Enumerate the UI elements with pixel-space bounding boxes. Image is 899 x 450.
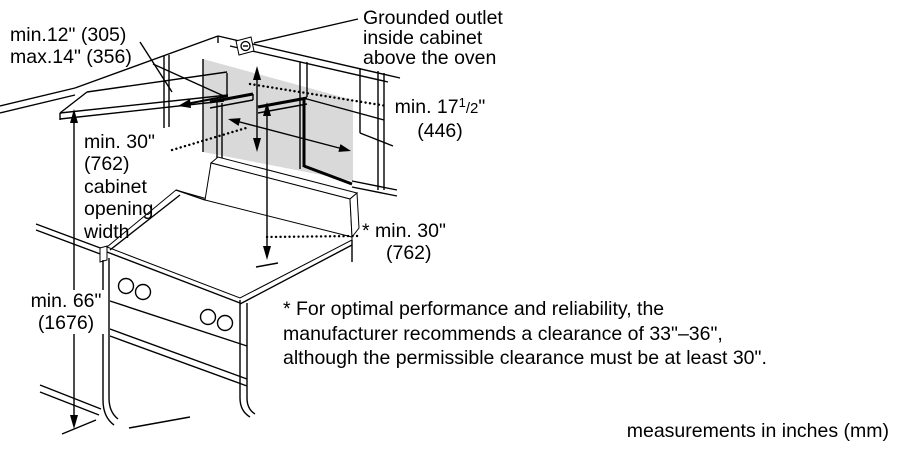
wall-height-mm: (446) xyxy=(417,120,463,142)
microwave-niche xyxy=(202,59,353,186)
label-cabinet-depth: min.12" (305) max.14" (356) xyxy=(10,24,132,68)
label-cabinet-opening-width: min. 30" (762) cabinet opening width xyxy=(84,131,155,243)
dimension-line-min66 xyxy=(70,109,78,429)
footnote-text: * For optimal performance and reliabilit… xyxy=(283,298,767,370)
cabinet-depth-min: min.12" (305) xyxy=(10,24,127,46)
range-backguard xyxy=(204,156,360,239)
grounded-outlet-symbol xyxy=(235,36,255,56)
floor-lines xyxy=(39,384,191,435)
wall-back-panel xyxy=(203,59,353,181)
range-drawing xyxy=(35,156,360,426)
dotted-leader-lines xyxy=(170,82,389,239)
range-knobs xyxy=(117,277,234,332)
label-cooktop-clearance-30: * min. 30" (762) xyxy=(362,220,446,264)
label-grounded-outlet: Grounded outlet inside cabinet above the… xyxy=(363,7,503,69)
dimension-arrow-opening-width xyxy=(228,118,351,152)
label-floor-height-66: min. 66" (1676) xyxy=(24,290,108,334)
cooktop-surface xyxy=(106,189,353,305)
cabinet-depth-max: max.14" (356) xyxy=(10,46,132,68)
upper-cabinet-left xyxy=(0,35,229,128)
dimension-arrow-30in xyxy=(255,102,279,268)
units-note: measurements in inches (mm) xyxy=(626,420,889,442)
wall-height-value: min. 171/2" xyxy=(394,95,486,118)
label-wall-height-17half: min. 171/2" (446) xyxy=(388,92,492,142)
dimension-arrow-cabinet-depth xyxy=(178,95,229,108)
leader-lines xyxy=(139,18,359,98)
dimension-arrow-17half xyxy=(253,66,261,152)
